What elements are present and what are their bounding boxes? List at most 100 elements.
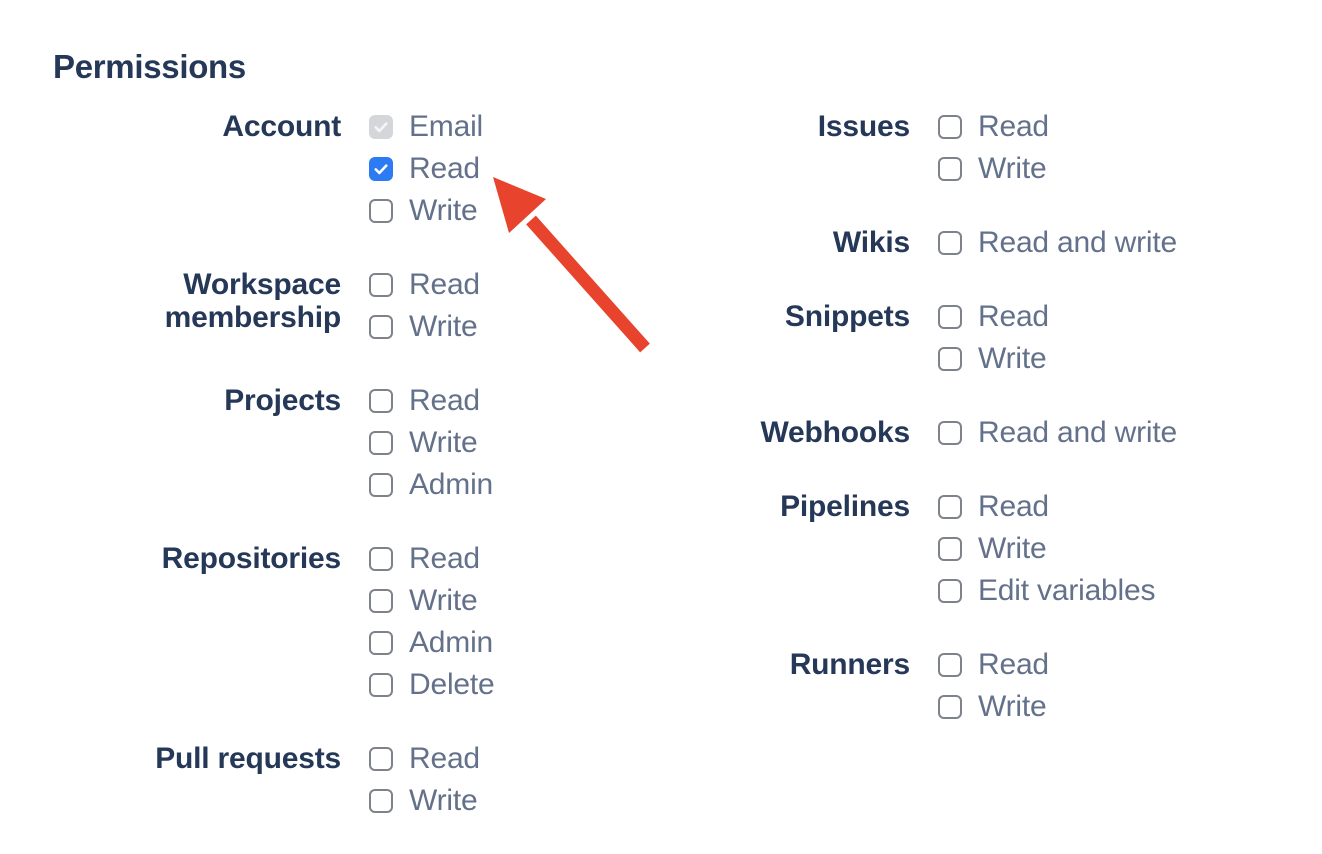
checkbox-pipelines-edit-variables[interactable] <box>938 579 962 603</box>
checkbox-row-wikis-read-write[interactable]: Read and write <box>938 222 1177 264</box>
checkbox-row-pull-requests-write[interactable]: Write <box>369 780 480 822</box>
checkbox-workspace-write[interactable] <box>369 315 393 339</box>
group-label-runners: Runners <box>789 648 910 681</box>
checkbox-label[interactable]: Write <box>409 310 478 343</box>
checkbox-repositories-read[interactable] <box>369 547 393 571</box>
group-label-pipelines: Pipelines <box>780 490 910 523</box>
checkbox-row-projects-read[interactable]: Read <box>369 380 493 422</box>
permissions-column-right: Issues Read Write Wikis Read and write S… <box>670 106 1177 760</box>
permission-group-issues: Issues Read Write <box>670 106 1177 190</box>
checkbox-repositories-admin[interactable] <box>369 631 393 655</box>
permission-group-projects: Projects Read Write Admin <box>53 380 495 506</box>
checkbox-row-runners-read[interactable]: Read <box>938 644 1049 686</box>
checkbox-label[interactable]: Read <box>409 384 480 417</box>
group-label-account: Account <box>222 110 341 143</box>
permission-group-repositories: Repositories Read Write Admin Delete <box>53 538 495 706</box>
checkbox-row-webhooks-read-write[interactable]: Read and write <box>938 412 1177 454</box>
group-label-pull-requests: Pull requests <box>155 742 341 775</box>
checkbox-row-projects-write[interactable]: Write <box>369 422 493 464</box>
checkbox-row-repositories-admin[interactable]: Admin <box>369 622 495 664</box>
checkbox-row-repositories-read[interactable]: Read <box>369 538 495 580</box>
checkbox-webhooks-read-write[interactable] <box>938 421 962 445</box>
checkbox-label[interactable]: Read <box>409 742 480 775</box>
checkbox-label[interactable]: Write <box>409 426 478 459</box>
checkbox-row-pipelines-read[interactable]: Read <box>938 486 1155 528</box>
checkbox-issues-read[interactable] <box>938 115 962 139</box>
checkbox-row-workspace-write[interactable]: Write <box>369 306 480 348</box>
checkbox-label[interactable]: Write <box>409 194 478 227</box>
checkbox-issues-write[interactable] <box>938 157 962 181</box>
checkbox-label[interactable]: Write <box>978 532 1047 565</box>
checkbox-label[interactable]: Read <box>978 300 1049 333</box>
checkbox-repositories-write[interactable] <box>369 589 393 613</box>
permission-group-account: Account Email Read Write <box>53 106 495 232</box>
checkbox-label[interactable]: Admin <box>409 626 494 659</box>
checkbox-row-account-email: Email <box>369 106 483 148</box>
group-label-webhooks: Webhooks <box>760 416 910 449</box>
permission-group-snippets: Snippets Read Write <box>670 296 1177 380</box>
permission-group-webhooks: Webhooks Read and write <box>670 412 1177 454</box>
checkbox-pipelines-read[interactable] <box>938 495 962 519</box>
checkbox-label[interactable]: Edit variables <box>978 574 1156 607</box>
group-label-workspace-membership: Workspace membership <box>164 268 342 334</box>
checkbox-wikis-read-write[interactable] <box>938 231 962 255</box>
checkbox-runners-write[interactable] <box>938 695 962 719</box>
checkbox-projects-write[interactable] <box>369 431 393 455</box>
checkbox-row-repositories-delete[interactable]: Delete <box>369 664 495 706</box>
check-icon <box>372 118 390 136</box>
checkbox-row-workspace-read[interactable]: Read <box>369 264 480 306</box>
checkbox-row-snippets-read[interactable]: Read <box>938 296 1049 338</box>
page-title: Permissions <box>53 48 246 85</box>
checkbox-row-snippets-write[interactable]: Write <box>938 338 1049 380</box>
permission-group-wikis: Wikis Read and write <box>670 222 1177 264</box>
checkbox-label[interactable]: Read <box>409 268 480 301</box>
checkbox-pipelines-write[interactable] <box>938 537 962 561</box>
checkbox-row-pipelines-write[interactable]: Write <box>938 528 1155 570</box>
checkbox-projects-read[interactable] <box>369 389 393 413</box>
checkbox-row-repositories-write[interactable]: Write <box>369 580 495 622</box>
checkbox-label[interactable]: Write <box>409 784 478 817</box>
permission-group-pipelines: Pipelines Read Write Edit variables <box>670 486 1177 612</box>
checkbox-label[interactable]: Read <box>978 648 1049 681</box>
checkbox-row-issues-read[interactable]: Read <box>938 106 1049 148</box>
checkbox-snippets-write[interactable] <box>938 347 962 371</box>
checkbox-account-read[interactable] <box>369 157 393 181</box>
permission-group-workspace-membership: Workspace membership Read Write <box>53 264 495 348</box>
checkbox-row-account-read[interactable]: Read <box>369 148 483 190</box>
checkbox-row-issues-write[interactable]: Write <box>938 148 1049 190</box>
checkbox-runners-read[interactable] <box>938 653 962 677</box>
checkbox-label[interactable]: Write <box>409 584 478 617</box>
permission-group-runners: Runners Read Write <box>670 644 1177 728</box>
checkbox-row-pull-requests-read[interactable]: Read <box>369 738 480 780</box>
checkbox-account-write[interactable] <box>369 199 393 223</box>
checkbox-label[interactable]: Read <box>409 152 480 185</box>
checkbox-label: Email <box>409 110 484 143</box>
checkbox-label[interactable]: Write <box>978 342 1047 375</box>
checkbox-pull-requests-write[interactable] <box>369 789 393 813</box>
group-label-projects: Projects <box>224 384 341 417</box>
checkbox-label[interactable]: Write <box>978 152 1047 185</box>
checkbox-workspace-read[interactable] <box>369 273 393 297</box>
checkbox-label[interactable]: Read and write <box>978 416 1177 449</box>
group-label-repositories: Repositories <box>161 542 342 575</box>
checkbox-label[interactable]: Read <box>978 490 1049 523</box>
checkbox-projects-admin[interactable] <box>369 473 393 497</box>
checkbox-row-projects-admin[interactable]: Admin <box>369 464 493 506</box>
group-label-issues: Issues <box>817 110 910 143</box>
checkbox-row-account-write[interactable]: Write <box>369 190 483 232</box>
checkbox-pull-requests-read[interactable] <box>369 747 393 771</box>
check-icon <box>372 160 390 178</box>
checkbox-snippets-read[interactable] <box>938 305 962 329</box>
checkbox-label[interactable]: Write <box>978 690 1047 723</box>
permission-group-pull-requests: Pull requests Read Write <box>53 738 495 822</box>
checkbox-repositories-delete[interactable] <box>369 673 393 697</box>
checkbox-label[interactable]: Read <box>978 110 1049 143</box>
checkbox-label[interactable]: Read and write <box>978 226 1177 259</box>
checkbox-label[interactable]: Read <box>409 542 480 575</box>
group-label-wikis: Wikis <box>832 226 910 259</box>
checkbox-label[interactable]: Delete <box>409 668 495 701</box>
checkbox-row-runners-write[interactable]: Write <box>938 686 1049 728</box>
checkbox-row-pipelines-edit-variables[interactable]: Edit variables <box>938 570 1155 612</box>
checkbox-account-email <box>369 115 393 139</box>
checkbox-label[interactable]: Admin <box>409 468 494 501</box>
